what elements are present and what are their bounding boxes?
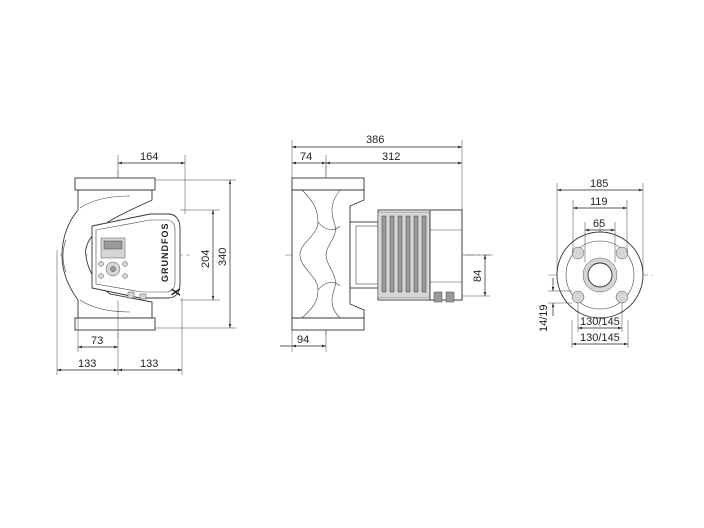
front-control-box xyxy=(91,213,181,299)
brand-logo-text: GRUNDFOS xyxy=(160,223,170,283)
side-top-flange xyxy=(291,177,365,191)
side-pump-body xyxy=(291,189,365,319)
dim-84: 84 xyxy=(472,270,484,282)
keypad-icon xyxy=(98,261,128,279)
side-adapter xyxy=(349,221,379,289)
dim-65: 65 xyxy=(593,218,605,230)
dim-185: 185 xyxy=(590,178,608,190)
dim-130-145-outer: 130/145 xyxy=(580,332,620,344)
dim-119: 119 xyxy=(590,196,608,208)
side-bottom-flange xyxy=(291,317,365,331)
dim-204: 204 xyxy=(200,250,212,268)
dim-133-left: 133 xyxy=(78,358,96,370)
flange-dimensions: 185 119 65 14/19 130/145 130/145 xyxy=(538,178,644,348)
flange-view xyxy=(548,222,652,328)
dim-340: 340 xyxy=(217,248,229,266)
dim-386: 386 xyxy=(366,134,384,146)
dim-73: 73 xyxy=(91,335,103,347)
front-dimensions: 164 204 340 73 133 133 xyxy=(56,151,236,375)
dim-94: 94 xyxy=(297,334,309,346)
dim-133-right: 133 xyxy=(140,358,158,370)
cooling-fins xyxy=(381,215,427,293)
dim-74: 74 xyxy=(300,151,312,163)
dim-14-19: 14/19 xyxy=(538,304,550,332)
dim-130-145-inner: 130/145 xyxy=(580,316,620,328)
side-dimensions: 386 74 312 84 94 xyxy=(280,134,490,352)
connector-icon xyxy=(433,291,443,303)
front-top-flange xyxy=(74,177,156,191)
front-view: GRUNDFOS X xyxy=(60,170,190,338)
dim-312: 312 xyxy=(382,151,400,163)
dim-164: 164 xyxy=(140,151,158,163)
side-view xyxy=(285,165,495,340)
front-bottom-flange xyxy=(74,317,156,331)
bolt-hole-icon xyxy=(571,246,629,304)
brand-logo-mark: X xyxy=(169,288,183,296)
